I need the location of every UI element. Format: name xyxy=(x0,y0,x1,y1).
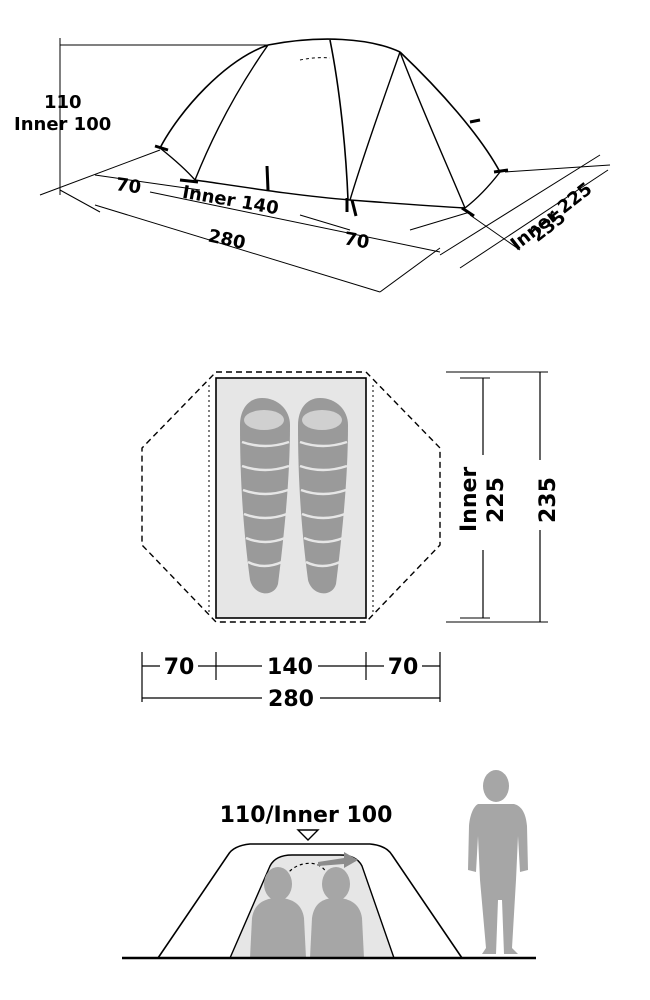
perspective-view: 110 Inner 100 70 Inner 140 70 280 Inner … xyxy=(14,38,611,293)
tent-vent xyxy=(299,57,331,61)
tent-right-panel xyxy=(399,51,466,209)
seated-person-right-icon xyxy=(310,867,364,958)
tent-front-left-panel xyxy=(194,44,269,181)
depth-dim-line-inner xyxy=(439,154,601,256)
tent-peg-tabs xyxy=(154,118,509,218)
base-extension-line xyxy=(39,149,161,196)
right-vestibule-dim-line xyxy=(299,214,351,231)
right-vestibule-label: 70 xyxy=(343,228,371,253)
height-label: 110 xyxy=(44,92,82,113)
inner-height-label: Inner 100 xyxy=(14,114,111,135)
vent-airflow-dashed xyxy=(285,862,327,877)
total-width-ext-left xyxy=(59,189,101,213)
left-vestibule-dim-line xyxy=(94,174,201,191)
fly-footprint-outline xyxy=(141,371,441,623)
inner-length-label: 225 xyxy=(484,477,509,523)
right-vestibule-width-label: 70 xyxy=(388,655,419,680)
right-vestibule-ext xyxy=(409,211,471,231)
total-width-dim-line xyxy=(94,204,381,293)
side-view: 110/Inner 100 xyxy=(122,770,536,960)
tent-left-vestibule-edge xyxy=(159,147,196,181)
tent-right-vestibule-edge xyxy=(464,171,501,209)
floor-plan: Inner 225 235 70 140 70 280 xyxy=(141,371,561,712)
tent-ridge xyxy=(267,38,401,53)
total-width-ext-right xyxy=(379,247,441,293)
inner-label: Inner xyxy=(457,467,482,532)
left-vestibule-label: 70 xyxy=(115,174,143,198)
left-vestibule-width-label: 70 xyxy=(164,655,195,680)
sleeping-bag-left xyxy=(240,398,290,594)
total-width-label: 280 xyxy=(206,226,247,254)
tent-center-pole xyxy=(329,39,349,201)
total-width-label: 280 xyxy=(268,687,314,712)
depth-ext-bottom xyxy=(469,214,521,251)
height-marker-triangle xyxy=(296,829,320,841)
standing-person-icon xyxy=(468,770,528,954)
inner-width-label: Inner 140 xyxy=(181,182,280,220)
inner-width-label: 140 xyxy=(267,655,313,680)
sleeping-bag-right xyxy=(298,398,348,594)
tent-front-left-pole xyxy=(159,44,269,149)
tent-rear-right-edge xyxy=(399,51,501,173)
side-height-label: 110/Inner 100 xyxy=(220,803,393,828)
fly-side-outline xyxy=(157,843,463,959)
tent-base-front xyxy=(194,179,466,209)
depth-ext-top xyxy=(504,164,611,173)
tent-front-right-panel xyxy=(349,51,401,201)
ventilation-arrow-icon xyxy=(318,852,358,868)
total-length-label: 235 xyxy=(536,477,561,523)
depth-dim-line-total xyxy=(459,169,609,269)
inner-width-dim-line xyxy=(149,191,441,253)
seated-person-left-icon xyxy=(250,867,306,958)
